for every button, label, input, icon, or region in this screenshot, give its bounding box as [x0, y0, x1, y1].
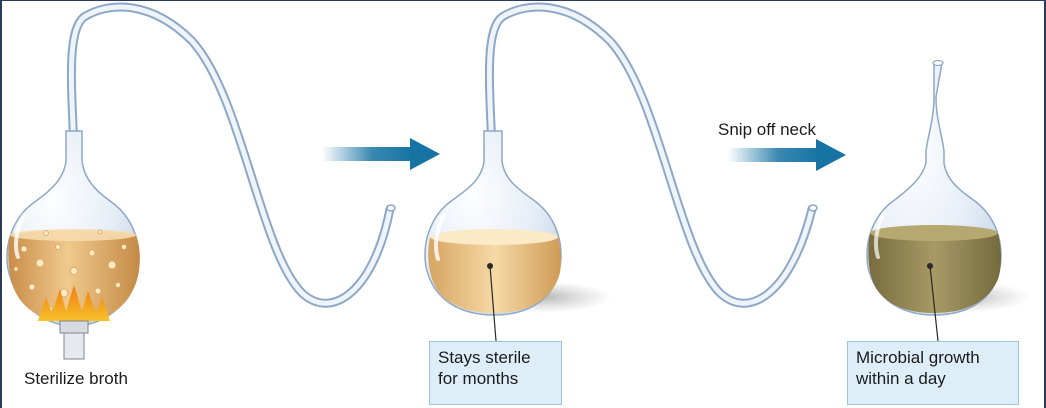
- flame-icon: [38, 285, 110, 321]
- arrow-2-label: Snip off neck: [718, 120, 816, 139]
- step-3-line-1: Microbial growth: [856, 348, 980, 367]
- step-3-callout: Microbial growth within a day: [847, 341, 1019, 405]
- broth-sterile: [428, 231, 561, 313]
- snipped-neck-opening: [932, 59, 944, 67]
- flask-2-group: [424, 2, 818, 342]
- step-2-line-2: for months: [438, 369, 519, 388]
- right-arrow-icon: [322, 138, 440, 170]
- step-3-line-2: within a day: [856, 369, 946, 388]
- pointer-line-3: [929, 265, 939, 342]
- step-2-callout: Stays sterile for months: [429, 341, 562, 405]
- step-2-line-1: Stays sterile: [438, 348, 531, 367]
- tube-opening-2: [808, 204, 818, 212]
- broth-contaminated: [868, 227, 1001, 313]
- step-1-label: Sterilize broth: [24, 369, 128, 388]
- pointer-line-2: [489, 265, 497, 342]
- flask-3-group: [866, 59, 1030, 342]
- broth-boiling: [8, 230, 140, 323]
- tube-opening-1: [386, 204, 396, 212]
- bunsen-burner-icon: [59, 320, 89, 360]
- flask-1-group: [6, 2, 396, 360]
- right-arrow-icon: [728, 139, 846, 171]
